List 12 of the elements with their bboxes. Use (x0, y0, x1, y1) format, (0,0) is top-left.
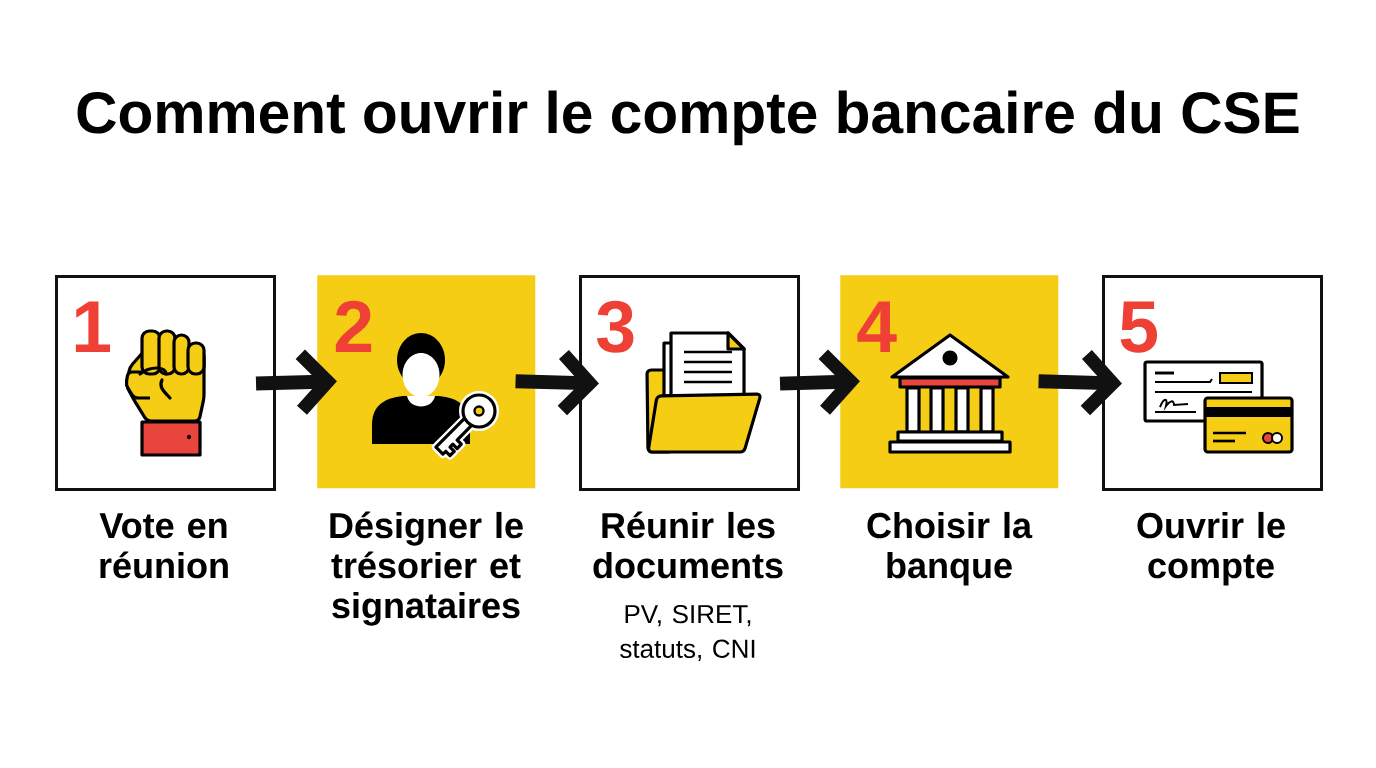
step-note: PV, SIRET, statuts, CNI (620, 604, 755, 662)
step-label: Ouvrir le compte (1137, 511, 1285, 586)
step-label: Réunir les documents (593, 511, 783, 579)
step-label: Désigner le trésorier et signataires (330, 511, 523, 626)
step-number: 4 (857, 301, 897, 352)
step-number: 3 (596, 300, 634, 353)
step-number: 1 (75, 301, 110, 352)
step-label: Choisir la banque (867, 511, 1033, 586)
title: Comment ouvrir le compte bancaire du CSE (77, 90, 1299, 146)
step-number: 2 (335, 300, 372, 352)
step-number: 5 (1120, 301, 1158, 353)
step-label: Vote en réunion (99, 513, 228, 579)
